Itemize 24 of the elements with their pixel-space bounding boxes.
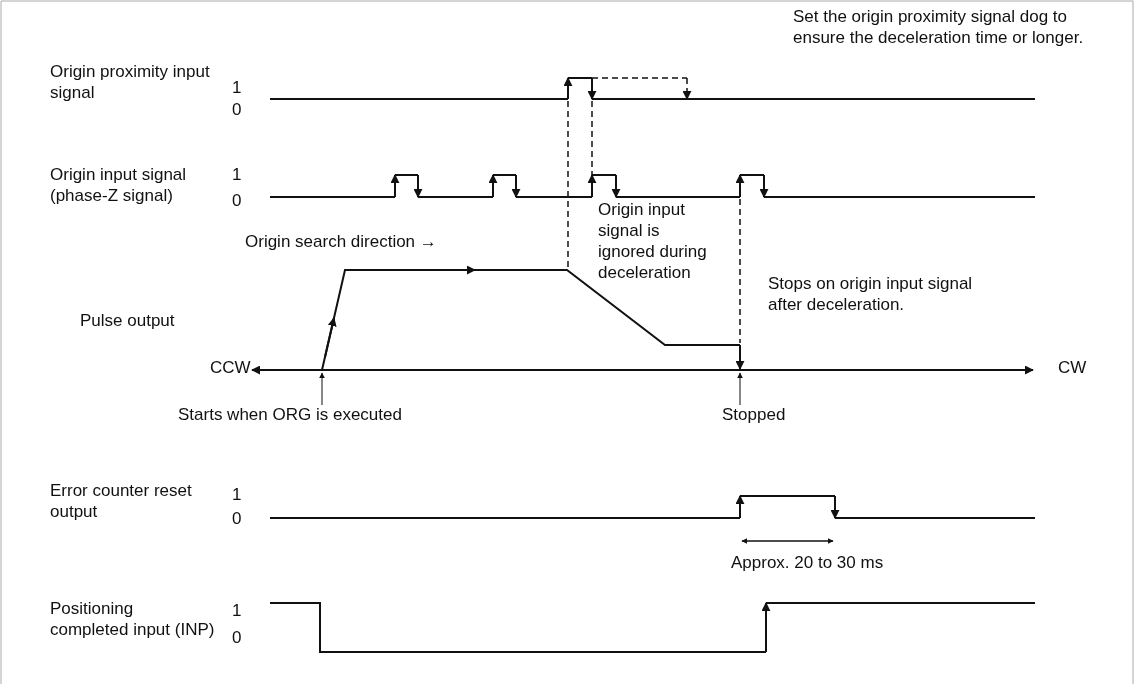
- signal-name: Positioning completed input (INP): [50, 598, 215, 640]
- logic-level: 1: [232, 484, 242, 505]
- logic-level: 1: [232, 77, 242, 98]
- leader-line: [319, 372, 325, 406]
- logic-level: 0: [232, 627, 242, 648]
- dimension-label: Approx. 20 to 30 ms: [731, 552, 885, 573]
- logic-level: 1: [232, 600, 242, 621]
- note: Origin input signal is ignored during deceleration: [598, 199, 708, 283]
- logic-level: 1: [232, 164, 242, 185]
- logic-level: 0: [232, 508, 242, 529]
- direction-label: CW: [1058, 357, 1088, 378]
- annotation-text: Starts when ORG is executed: [178, 404, 402, 425]
- note: Stops on origin input signal after deceleration.: [768, 273, 974, 315]
- signal-name: Pulse output: [80, 310, 176, 331]
- leader-line: [737, 372, 743, 406]
- signal-name: Origin proximity input signal: [50, 61, 211, 103]
- annotation-text: Stopped: [722, 404, 786, 425]
- note: Origin search direction →: [245, 231, 438, 252]
- logic-level: 0: [232, 190, 242, 211]
- note: Set the origin proximity signal dog to ensure the deceleration time or longer.: [793, 6, 1085, 48]
- signal-name: Error counter reset output: [50, 480, 193, 522]
- signal-name: Origin input signal (phase-Z signal): [50, 164, 188, 206]
- logic-level: 0: [232, 99, 242, 120]
- direction-label: CCW: [210, 357, 252, 378]
